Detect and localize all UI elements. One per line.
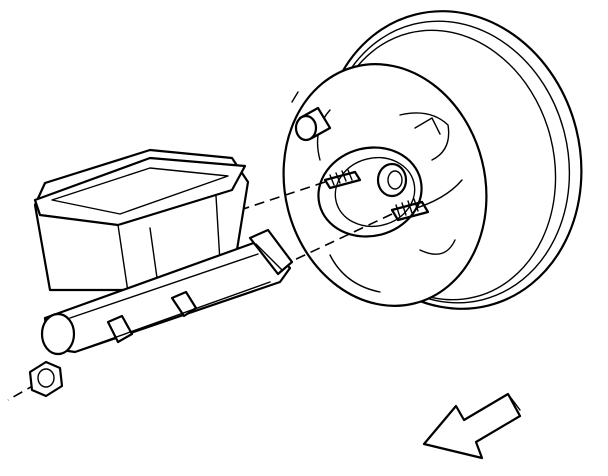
front-direction-arrow-icon	[422, 392, 522, 460]
booster-stud-upper	[323, 169, 362, 190]
master-cylinder	[33, 148, 294, 356]
brake-booster	[282, 10, 583, 310]
mounting-nut	[28, 360, 64, 398]
booster-stud-lower	[390, 198, 430, 222]
